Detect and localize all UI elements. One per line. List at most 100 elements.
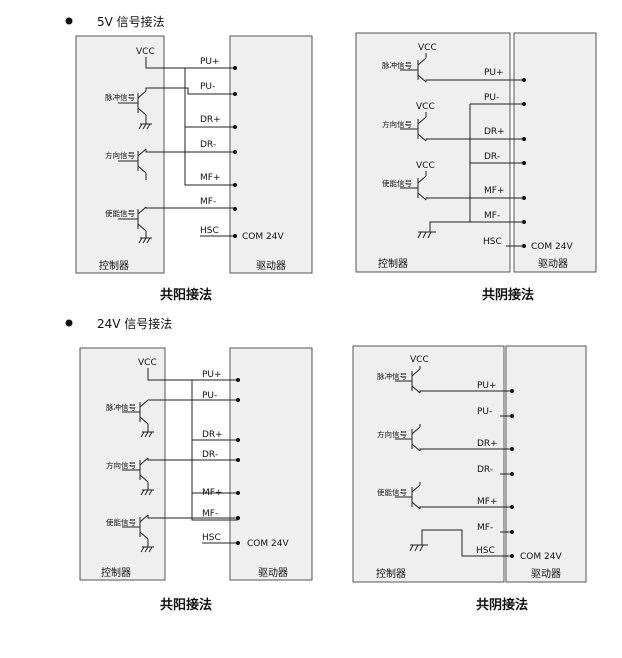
driver-label: 驱动器 [538,258,568,270]
terminal-com [522,244,526,248]
driver-box [229,347,313,581]
pulse-signal-label: 脉冲信号 [382,60,412,70]
terminal-com [233,234,237,238]
direction-signal-label: 方向信号 [106,460,136,470]
pin-hsc: HSC [476,546,495,556]
pin-pu-minus: PU- [202,391,217,401]
ground-symbol [140,431,154,438]
diagram-5v-common-anode: 控制器 驱动器 共阳接法 VCC 脉冲信号 方向信号 使能信号 PU+ [75,35,313,303]
pin-dr-plus: DR+ [477,439,498,449]
pin-mf-minus: MF- [200,197,216,207]
terminal-pu-plus [236,378,240,382]
dr-minus-wire [145,149,234,153]
terminal-pu-minus [510,414,514,418]
direction-signal-label: 方向信号 [377,429,407,439]
terminal-dr-minus [522,161,526,165]
pin-pu-plus: PU+ [484,68,504,78]
vcc-wire [145,57,234,69]
terminal-pu-plus [233,66,237,70]
pulse-signal-label: 脉冲信号 [377,371,407,381]
terminal-dr-plus [510,447,514,451]
pin-mf-plus: MF+ [200,173,220,183]
enable-signal-label: 使能信号 [377,487,407,497]
pin-mf-plus: MF+ [202,488,222,498]
driver-box [229,35,313,274]
vcc-label: VCC [410,355,429,365]
enable-transistor: 使能信号 [105,206,234,244]
terminal-mf-minus [522,220,526,224]
pin-dr-minus: DR- [484,152,500,162]
pin-hsc: HSC [202,533,221,543]
diagram-caption: 共阳接法 [160,597,212,613]
section-heading-24v: 24V 信号接法 [97,316,172,331]
vcc-label: VCC [416,161,435,171]
pin-pu-plus: PU+ [477,381,497,391]
bullet-5v [65,17,73,25]
diagram-caption: 共阴接法 [482,287,534,303]
pulse-transistor: 脉冲信号 [377,366,512,394]
controller-box [79,347,166,581]
com-label: COM 24V [242,232,284,242]
diagram-24v-common-cathode: 控制器 驱动器 共阴接法 VCC 脉冲信号 方向信号 使能信号 PU+ PU- … [352,345,587,613]
ground-symbol [140,546,154,553]
terminal-pu-minus [522,102,526,106]
ground-symbol [417,231,436,239]
driver-box [513,32,597,273]
enable-signal-label: 使能信号 [105,208,135,218]
pin-mf-plus: MF+ [484,186,504,196]
pu-minus-wire [145,87,234,95]
controller-label: 控制器 [101,566,131,579]
terminal-dr-minus [233,150,237,154]
com-label: COM 24V [520,552,562,562]
controller-label: 控制器 [99,259,129,272]
pin-dr-minus: DR- [202,450,218,460]
ground-symbol [138,123,152,130]
terminal-dr-plus [522,137,526,141]
pin-pu-plus: PU+ [202,370,222,380]
pulse-transistor: 脉冲信号 [382,53,524,83]
driver-label: 驱动器 [256,260,286,272]
controller-box [352,345,505,583]
ground-symbol [409,544,428,552]
driver-label: 驱动器 [258,567,288,579]
driver-label: 驱动器 [531,568,561,580]
terminal-mf-minus [236,516,240,520]
pulse-transistor: 脉冲信号 [105,87,234,130]
section-heading-5v: 5V 信号接法 [97,14,165,29]
pin-pu-minus: PU- [200,82,215,92]
terminal-dr-minus [510,472,514,476]
pulse-signal-label: 脉冲信号 [105,92,135,102]
terminal-mf-plus [233,183,237,187]
enable-signal-label: 使能信号 [106,517,136,527]
direction-transistor: 方向信号 [382,112,524,142]
com-label: COM 24V [247,539,289,549]
pin-mf-minus: MF- [202,509,218,519]
terminal-pu-minus [236,398,240,402]
pin-dr-plus: DR+ [484,127,505,137]
direction-transistor: 方向信号 [106,457,238,496]
diagram-24v-common-anode: 控制器 驱动器 共阳接法 VCC 脉冲信号 方向信号 使能信号 PU+ PU- … [79,347,313,613]
enable-signal-label: 使能信号 [382,178,412,188]
pin-pu-minus: PU- [477,407,492,417]
pin-pu-plus: PU+ [200,57,220,67]
terminal-dr-plus [236,438,240,442]
terminal-pu-plus [522,78,526,82]
terminal-com [236,541,240,545]
terminal-mf-plus [510,505,514,509]
terminal-com [510,554,514,558]
vcc-label: VCC [416,102,435,112]
vcc-label: VCC [138,358,157,368]
pin-hsc: HSC [483,237,502,247]
vcc-label: VCC [136,47,155,57]
direction-signal-label: 方向信号 [382,119,412,129]
ground-symbol [140,489,154,496]
enable-transistor: 使能信号 [106,514,238,553]
pin-dr-plus: DR+ [200,115,221,125]
terminal-pu-minus [233,92,237,96]
ground-wire [421,529,512,557]
pin-pu-minus: PU- [484,93,499,103]
direction-transistor: 方向信号 [105,148,234,180]
terminal-mf-minus [233,207,237,211]
